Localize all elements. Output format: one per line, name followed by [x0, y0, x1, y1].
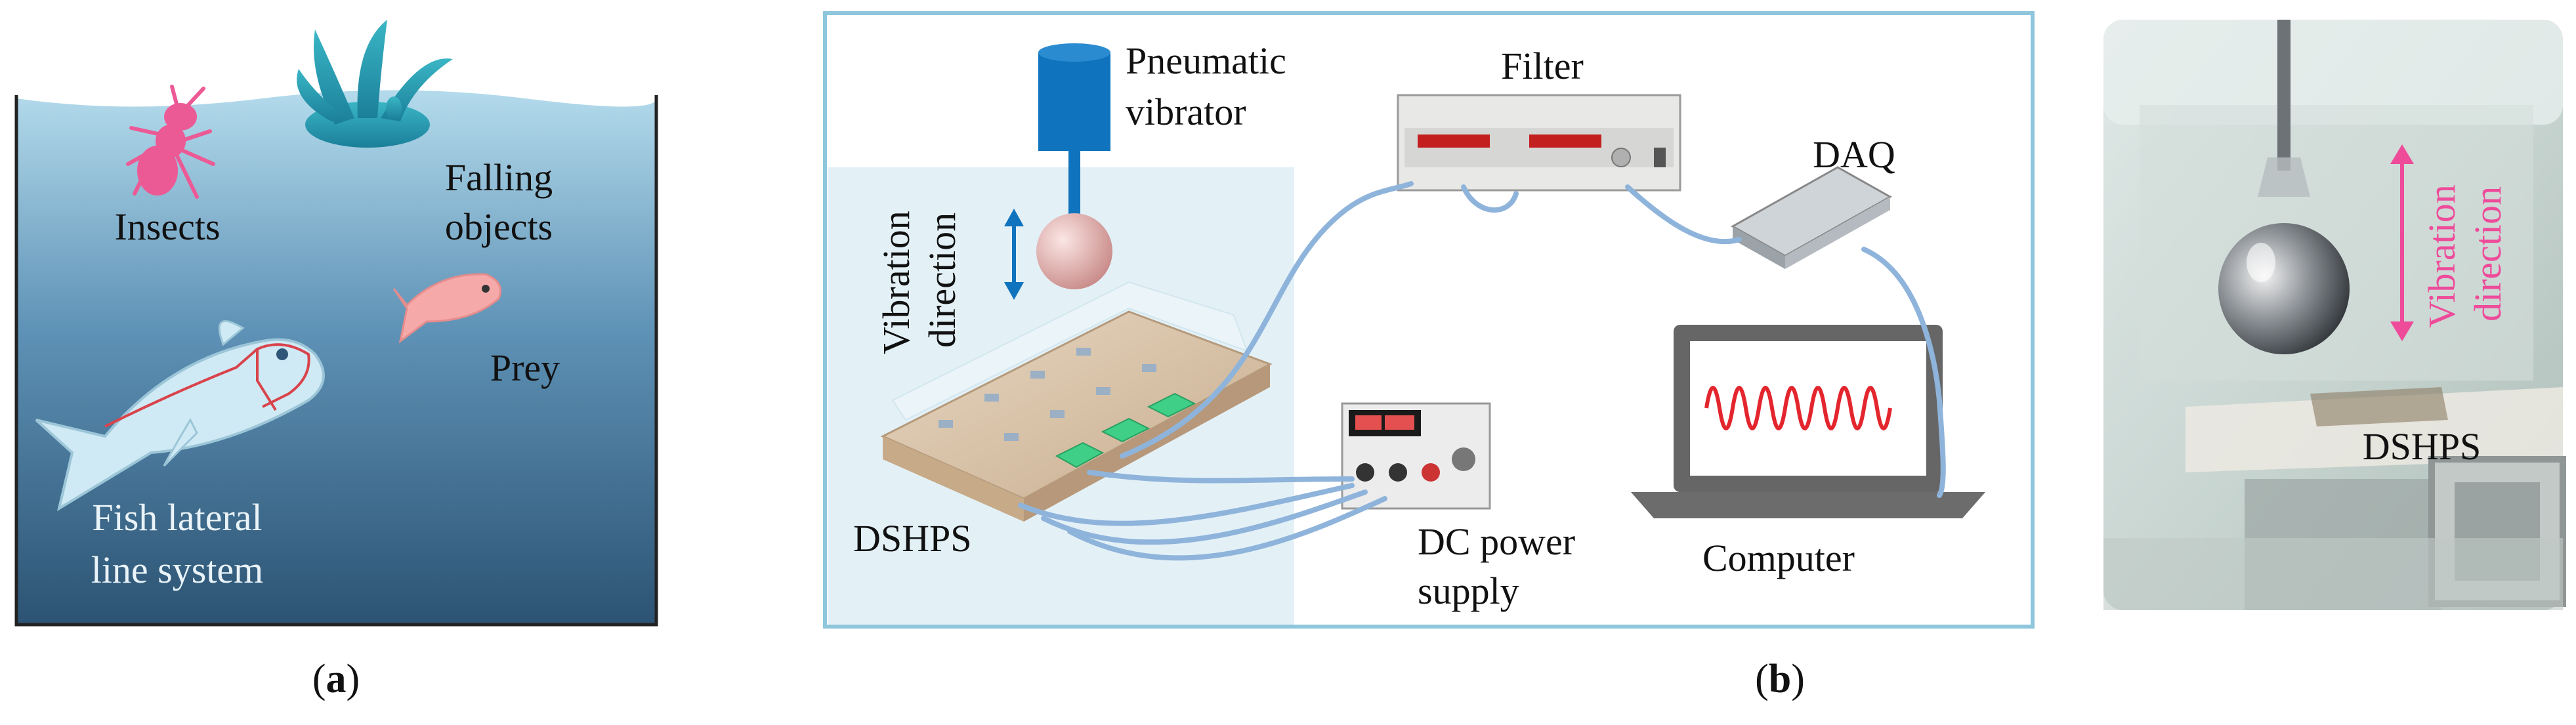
dshps-label: DSHPS — [853, 517, 972, 560]
tank-outline — [14, 95, 658, 627]
insects-label: Insects — [114, 205, 220, 248]
daq-device-icon — [1730, 166, 1893, 269]
pneumatic-vibrator-icon — [1036, 43, 1112, 289]
vibration-arrow-pink-icon — [2390, 144, 2414, 341]
signal-waveform — [1704, 386, 1892, 430]
lateral-line — [104, 343, 310, 428]
photo-dshps-label: DSHPS — [2363, 425, 2481, 468]
photo-vibration-label-2: direction — [2466, 186, 2509, 321]
lateral-line-label-1: Fish lateral — [92, 496, 262, 539]
panel-a-caption: (a) — [312, 657, 360, 701]
panel-c-photo: Vibration direction DSHPS — [2103, 20, 2566, 610]
pneumatic-vibrator-label-1: Pneumatic — [1126, 39, 1286, 82]
steel-sphere — [2218, 223, 2350, 354]
dc-power-supply-label-1: DC power — [1418, 520, 1575, 563]
panel-b: Vibration direction Pneumatic vibrator — [823, 11, 2035, 701]
vibration-arrow-icon — [1004, 209, 1024, 300]
lateral-line-label-2: line system — [91, 549, 264, 591]
photo-vibration-label-1: Vibration — [2420, 184, 2463, 328]
water-body — [16, 90, 656, 623]
vibration-direction-label-1: Vibration — [875, 211, 918, 354]
filter-instrument-icon — [1397, 94, 1681, 192]
vibration-direction-label-2: direction — [921, 213, 963, 348]
insect-icon — [126, 85, 215, 199]
prey-fish-icon — [392, 273, 501, 344]
computer-label: Computer — [1702, 537, 1855, 579]
cables — [1018, 181, 1946, 561]
lateral-line-fish-icon — [35, 320, 325, 512]
splash-icon — [297, 20, 453, 148]
panel-b-caption: (b) — [1755, 657, 1805, 701]
prey-label: Prey — [490, 346, 560, 389]
filter-label: Filter — [1501, 45, 1584, 87]
falling-objects-label-2: objects — [445, 205, 553, 248]
dc-power-supply-label-2: supply — [1418, 570, 1519, 612]
daq-label: DAQ — [1813, 133, 1895, 176]
sphere-probe — [1036, 213, 1112, 289]
computer-icon — [1631, 325, 1985, 518]
dc-power-supply-icon — [1341, 402, 1491, 510]
falling-objects-label-1: Falling — [445, 156, 553, 199]
panel-a: Insects Falling objects Prey Fish latera… — [14, 20, 658, 701]
probe-rod — [2277, 20, 2291, 171]
pneumatic-vibrator-label-2: vibrator — [1126, 91, 1246, 133]
